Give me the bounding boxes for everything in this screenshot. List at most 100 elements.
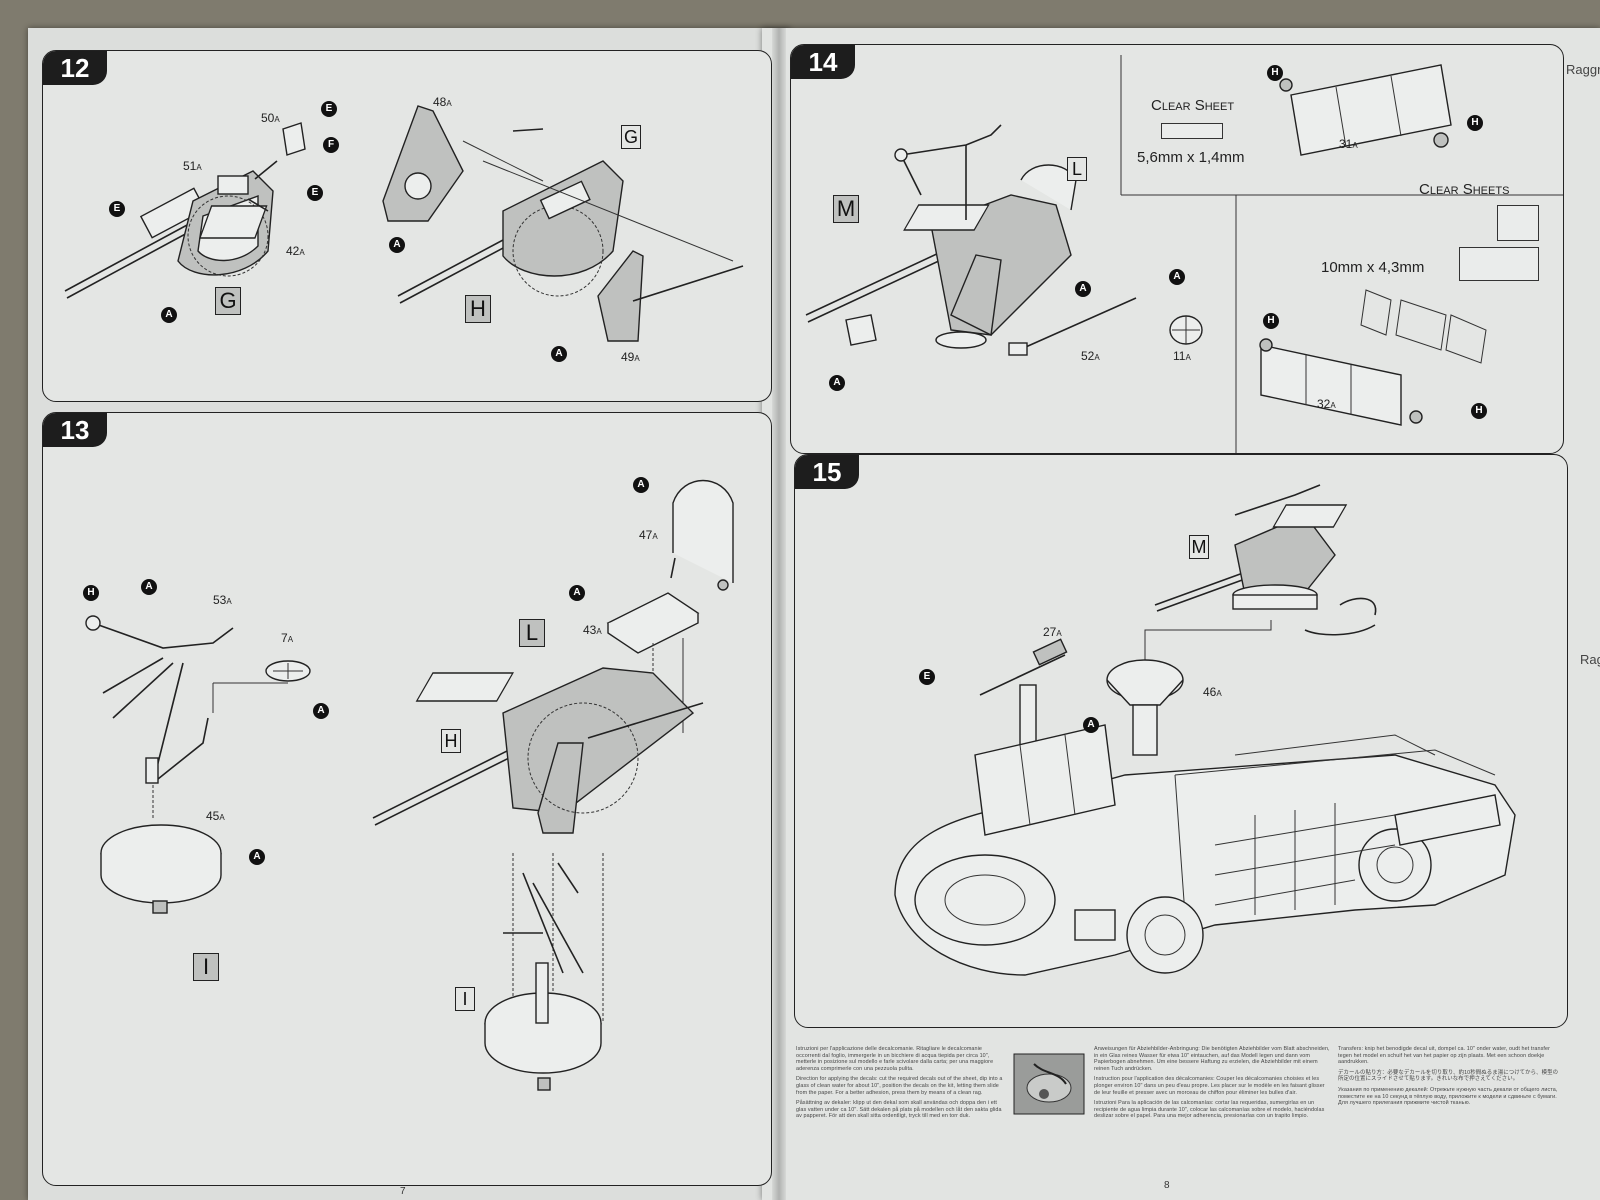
part-label-50: 50A xyxy=(261,111,280,125)
sprue-h-marker: H xyxy=(83,585,99,601)
gun-assembly-h xyxy=(372,667,704,834)
decal-instructions-col2: Anweisungen für Abziehbilder-Anbringung:… xyxy=(1094,1046,1330,1174)
sprue-h-marker: H xyxy=(1471,403,1487,419)
sprue-e-marker: E xyxy=(919,669,935,685)
sprue-a-marker: A xyxy=(389,237,405,253)
pedestal-parts xyxy=(484,853,604,1091)
step-14-illustration xyxy=(805,55,1563,453)
step-15-illustration xyxy=(894,484,1516,976)
step-number: 14 xyxy=(791,45,855,79)
vehicle-hull xyxy=(894,724,1516,976)
step-number: 13 xyxy=(43,413,107,447)
part-label-47: 47A xyxy=(639,528,658,542)
clear-sheets-swatch-large xyxy=(1459,247,1539,281)
decal-text-en: Direction for applying the decals: cut t… xyxy=(796,1076,1003,1096)
edge-text-top: Raggru xyxy=(1566,62,1600,77)
booklet-spine xyxy=(772,28,786,1200)
part-label-46: 46A xyxy=(1203,685,1222,699)
decal-text-nl: Transfers: knip het benodigde decal uit,… xyxy=(1338,1046,1550,1066)
part-label-48: 48A xyxy=(433,95,452,109)
sprue-h-marker: H xyxy=(1467,115,1483,131)
part-52-rod xyxy=(1008,297,1137,356)
part-label-49: 49A xyxy=(621,350,640,364)
sprue-h-marker: H xyxy=(1267,65,1283,81)
clear-sheets-size: 10mm x 4,3mm xyxy=(1321,259,1425,276)
part-label-7: 7A xyxy=(281,631,294,645)
part-7-handwheel xyxy=(212,660,311,713)
gun-assembly-right xyxy=(382,105,744,342)
decal-text-ru: Указания по применению декалей: Отрежьте… xyxy=(1338,1086,1558,1107)
assembly-label-h: H xyxy=(465,295,491,323)
part-11-handwheel xyxy=(1169,315,1203,345)
decal-text-jp: デカールの貼り方：必要なデカールを切り取り、約10秒間ぬるま湯につけてから、模型… xyxy=(1338,1069,1559,1083)
page-number-right: 8 xyxy=(1164,1180,1170,1191)
sprue-a-marker: A xyxy=(141,579,157,595)
sprue-e-marker: E xyxy=(321,101,337,117)
part-53-foot-rest xyxy=(85,615,234,784)
assembly-label-l: L xyxy=(1067,157,1087,181)
sprue-h-marker: H xyxy=(1263,313,1279,329)
decal-application-image xyxy=(1013,1053,1085,1115)
part-50-mount xyxy=(254,122,306,180)
step-15-panel: 15 xyxy=(794,454,1568,1028)
clear-sheet-size: 5,6mm x 1,4mm xyxy=(1137,149,1245,166)
assembly-label-m: M xyxy=(1189,535,1209,559)
sprue-a-marker: A xyxy=(1169,269,1185,285)
sprue-e-marker: E xyxy=(109,201,125,217)
part-label-45: 45A xyxy=(206,809,225,823)
assembly-label-h: H xyxy=(441,729,461,753)
clear-sheets-swatch-small xyxy=(1497,205,1539,241)
step-14-panel: 14 xyxy=(790,44,1564,454)
decal-instructions-col3: Transfers: knip het benodigde decal uit,… xyxy=(1338,1046,1560,1174)
sprue-f-marker: F xyxy=(323,137,339,153)
part-32-frame xyxy=(1259,289,1487,426)
sprue-e-marker: E xyxy=(307,185,323,201)
assembly-label-i: I xyxy=(193,953,219,981)
decal-text-de: Anweisungen für Abziehbilder-Anbringung:… xyxy=(1094,1046,1330,1072)
sprue-a-marker: A xyxy=(313,703,329,719)
part-42-plate xyxy=(198,205,268,239)
sprue-a-marker: A xyxy=(551,346,567,362)
step-12-illustration xyxy=(64,105,744,342)
part-27-gun xyxy=(979,638,1068,746)
assembly-label-l: L xyxy=(519,619,545,647)
sprue-a-marker: A xyxy=(633,477,649,493)
decal-instructions-col1: Istruzioni per l'applicazione delle deca… xyxy=(796,1046,1004,1174)
decal-text-sv: Påsättning av dekaler: klipp ut den deka… xyxy=(796,1100,1002,1120)
part-label-32: 32A xyxy=(1317,397,1336,411)
part-label-52: 52A xyxy=(1081,349,1100,363)
part-label-11: 11A xyxy=(1173,349,1191,363)
assembly-label-g: G xyxy=(621,125,641,149)
assembly-label-m: M xyxy=(833,195,859,223)
part-label-27: 27A xyxy=(1043,625,1062,639)
sprue-a-marker: A xyxy=(829,375,845,391)
part-label-43: 43A xyxy=(583,623,602,637)
part-label-53: 53A xyxy=(213,593,232,607)
mount-assembly-m xyxy=(1154,484,1377,636)
bracket-part xyxy=(845,314,877,346)
edge-text-mid: Rag xyxy=(1580,652,1600,667)
mount-assembly-m xyxy=(805,124,1077,349)
decal-text-fr: Instruction pour l'application des décal… xyxy=(1094,1076,1325,1096)
sprue-a-marker: A xyxy=(161,307,177,323)
sprue-a-marker: A xyxy=(1083,717,1099,733)
part-43-seat xyxy=(606,592,700,654)
sprue-a-marker: A xyxy=(569,585,585,601)
decal-text-it: Istruzioni per l'applicazione delle deca… xyxy=(796,1046,994,1072)
assembly-label-g: G xyxy=(215,287,241,315)
clear-sheet-title: Clear Sheet xyxy=(1151,97,1235,114)
step-13-panel: 13 xyxy=(42,412,772,1186)
decal-text-es: Istruzioni Para la aplicación de las cal… xyxy=(1094,1100,1325,1120)
part-47-seat-back xyxy=(670,479,734,591)
step-number: 15 xyxy=(795,455,859,489)
page-number-left: 7 xyxy=(400,1186,406,1197)
sprue-a-marker: A xyxy=(249,849,265,865)
step-13-illustration xyxy=(85,479,734,1091)
step-number: 12 xyxy=(43,51,107,85)
step-12-panel: 12 xyxy=(42,50,772,402)
assembly-label-i: I xyxy=(455,987,475,1011)
part-31-frame xyxy=(1279,64,1452,156)
part-label-31: 31A xyxy=(1339,137,1358,151)
clear-sheet-swatch xyxy=(1161,123,1223,139)
part-45-base xyxy=(100,824,222,914)
